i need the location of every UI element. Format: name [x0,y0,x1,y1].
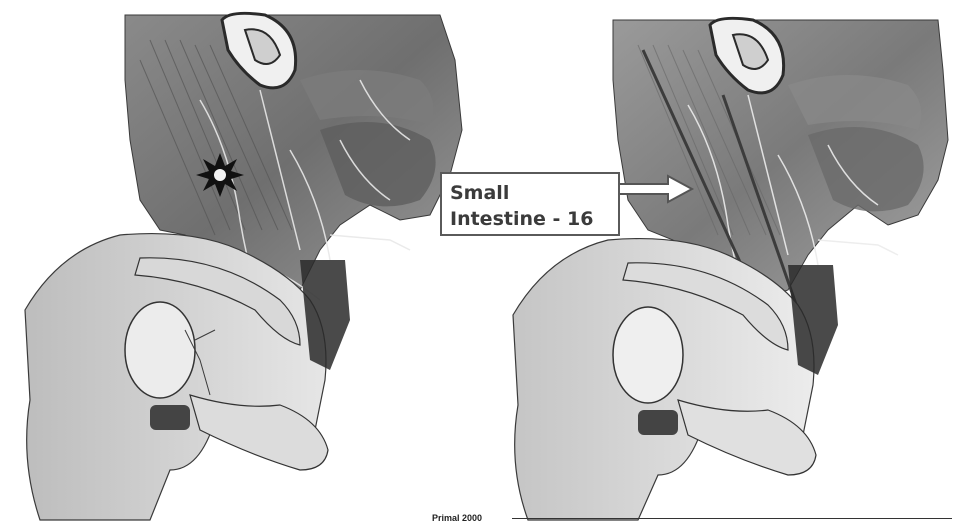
acupoint-label-box: Small Intestine - 16 [440,172,620,236]
credit-divider [512,518,952,519]
neck-anatomy-left-image [0,0,480,527]
acupoint-label-line1: Small [450,180,618,206]
neck-anatomy-right-image [478,0,957,527]
image-credit: Primal 2000 [432,513,482,523]
acupoint-label-line2: Intestine - 16 [450,206,618,232]
